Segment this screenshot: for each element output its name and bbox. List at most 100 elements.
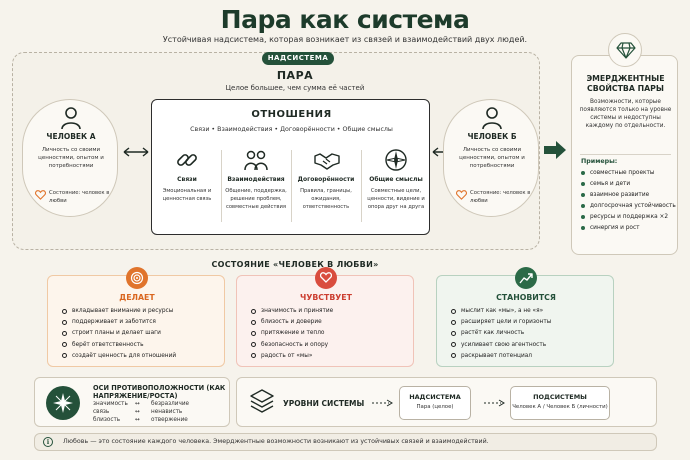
- page-subtitle: Устойчивая надсистема, которая возникает…: [162, 35, 528, 44]
- opposites-card: ОСИ ПРОТИВОПОЛОЖНОСТИ (КАК НАПРЯЖЕНИЕ/РО…: [34, 377, 230, 427]
- arrow-right-icon: [544, 141, 566, 159]
- state-becomes-card: СТАНОВИТСЯ мыслит как «мы», а не «я» рас…: [436, 267, 614, 367]
- heart-icon: [35, 190, 46, 200]
- person-b-name: ЧЕЛОВЕК Б: [467, 132, 517, 141]
- state-feels-card: ЧУВСТВУЕТ значимость и принятие близость…: [236, 267, 414, 367]
- relation-column-links: Связи Эмоциональная и ценностная связь: [154, 146, 220, 228]
- column-divider: [291, 150, 292, 222]
- state-becomes-list: мыслит как «мы», а не «я» расширяет цели…: [451, 307, 551, 363]
- relation-name: Взаимодействия: [227, 176, 285, 183]
- level-subsystems-title: ПОДСИСТЕМЫ: [533, 393, 587, 401]
- opposite-left: значимость: [93, 401, 128, 407]
- relation-desc: Эмоциональная и ценностная связь: [162, 188, 212, 202]
- list-item: раскрывает потенциал: [451, 352, 551, 360]
- page-title: Пара как система: [220, 5, 470, 34]
- relation-desc: Совместные цели, ценности, видение и опо…: [367, 188, 425, 210]
- two-people-icon: [244, 150, 268, 171]
- list-item: усиливает свою агентность: [451, 341, 551, 349]
- opposite-right: безразличие: [151, 401, 190, 407]
- level-supersystem-title: НАДСИСТЕМА: [409, 393, 461, 401]
- person-a-card: ЧЕЛОВЕК А Личность со своими ценностями,…: [22, 99, 118, 217]
- level-subsystems-box: ПОДСИСТЕМЫ Человек А / Человек Б (личнос…: [510, 386, 610, 420]
- opposite-left: близость: [93, 417, 121, 423]
- heart-icon: [456, 190, 467, 200]
- emergent-examples-label: Примеры:: [581, 158, 618, 165]
- info-icon: i: [43, 437, 53, 447]
- person-icon: [482, 107, 502, 130]
- compass-star-icon: [53, 393, 73, 413]
- compass-icon: [385, 149, 407, 171]
- system-levels-title: УРОВНИ СИСТЕМЫ: [283, 399, 365, 408]
- opposites-title: ОСИ ПРОТИВОПОЛОЖНОСТИ (КАК НАПРЯЖЕНИЕ/РО…: [93, 384, 226, 400]
- dashed-arrow-icon: [484, 399, 505, 407]
- list-item: взаимное развитие: [581, 191, 677, 199]
- list-item: совместные проекты: [581, 169, 677, 177]
- list-item: притяжение и тепло: [251, 329, 333, 337]
- relation-name: Общие смыслы: [369, 176, 423, 183]
- relations-title: ОТНОШЕНИЯ: [251, 109, 332, 120]
- person-a-name: ЧЕЛОВЕК А: [46, 132, 96, 141]
- emergent-icon-circle: [608, 33, 642, 67]
- list-item: семья и дети: [581, 180, 677, 188]
- list-item: поддерживает и заботится: [62, 318, 176, 326]
- opposite-arrow: ↔: [135, 409, 140, 415]
- footer-text: Любовь — это состояние каждого человека.…: [63, 438, 489, 445]
- column-divider: [221, 150, 222, 222]
- pair-title: ПАРА: [276, 69, 314, 82]
- relation-column-agreements: Договорённости Правила, границы, ожидани…: [293, 146, 359, 228]
- list-item: вкладывает внимание и ресурсы: [62, 307, 176, 315]
- state-feels-icon-circle: [315, 267, 337, 289]
- list-item: радость от «мы»: [251, 352, 333, 360]
- state-feels-title: ЧУВСТВУЕТ: [300, 293, 352, 302]
- column-divider: [361, 150, 362, 222]
- heart-icon: [320, 272, 332, 283]
- trend-up-icon: [519, 273, 533, 284]
- state-becomes-icon-circle: [515, 267, 537, 289]
- emergent-examples-list: совместные проекты семья и дети взаимное…: [581, 169, 677, 235]
- level-supersystem-box: НАДСИСТЕМА Пара (целое): [399, 386, 471, 420]
- emergent-divider: [580, 154, 671, 155]
- emergent-desc: Возможности, которые появляются только н…: [579, 99, 672, 129]
- emergent-properties-card: ЭМЕРДЖЕНТНЫЕ СВОЙСТВА ПАРЫ Возможности, …: [571, 33, 678, 255]
- list-item: долгосрочная устойчивость: [581, 202, 677, 210]
- person-b-state: Состояние: человек в любви: [470, 190, 531, 204]
- layers-icon: [250, 389, 274, 413]
- person-a-desc: Личность со своими ценностями, опытом и …: [38, 147, 104, 169]
- list-item: безопасность и опору: [251, 341, 333, 349]
- relations-box: ОТНОШЕНИЯ Связи • Взаимодействия • Догов…: [151, 99, 430, 235]
- emergent-title: ЭМЕРДЖЕНТНЫЕ СВОЙСТВА ПАРЫ: [586, 74, 665, 93]
- list-item: ресурсы и поддержка ×2: [581, 213, 677, 221]
- opposites-icon-circle: [46, 386, 80, 420]
- list-item: мыслит как «мы», а не «я»: [451, 307, 551, 315]
- system-levels-card: УРОВНИ СИСТЕМЫ НАДСИСТЕМА Пара (целое) П…: [236, 377, 657, 427]
- relation-name: Договорённости: [297, 176, 355, 183]
- level-supersystem-sub: Пара (целое): [416, 404, 454, 410]
- dashed-arrow-icon: [372, 399, 393, 407]
- list-item: создаёт ценность для отношений: [62, 352, 176, 360]
- relation-column-interactions: Взаимодействия Общение, поддержка, решен…: [223, 146, 289, 228]
- opposite-arrow: ↔: [135, 401, 140, 407]
- state-becomes-title: СТАНОВИТСЯ: [496, 293, 556, 302]
- state-does-list: вкладывает внимание и ресурсы поддержива…: [62, 307, 176, 363]
- state-does-icon-circle: [126, 267, 148, 289]
- chain-link-icon: [177, 154, 197, 166]
- pair-subtitle: Целое большее, чем сумма её частей: [225, 84, 365, 92]
- level-subsystems-sub: Человек А / Человек Б (личности): [512, 404, 608, 410]
- supersystem-badge: НАДСИСТЕМА: [262, 52, 334, 65]
- state-does-card: ДЕЛАЕТ вкладывает внимание и ресурсы под…: [47, 267, 225, 367]
- handshake-icon: [314, 153, 340, 170]
- person-a-state: Состояние: человек в любви: [49, 190, 110, 204]
- list-item: значимость и принятие: [251, 307, 333, 315]
- list-item: строит планы и делает шаги: [62, 329, 176, 337]
- footer-note: i Любовь — это состояние каждого человек…: [34, 433, 657, 451]
- diamond-icon: [616, 42, 636, 59]
- opposite-arrow: ↔: [135, 417, 140, 423]
- opposite-left: связь: [93, 409, 110, 415]
- state-heading: СОСТОЯНИЕ «ЧЕЛОВЕК В ЛЮБВИ»: [211, 260, 379, 269]
- opposite-right: отвержение: [151, 417, 188, 423]
- list-item: растёт как личность: [451, 329, 551, 337]
- relation-desc: Общение, поддержка, решение проблем, сов…: [225, 188, 287, 210]
- list-item: берёт ответственность: [62, 341, 176, 349]
- target-icon: [130, 271, 144, 285]
- relation-desc: Правила, границы, ожидания, ответственно…: [300, 188, 352, 210]
